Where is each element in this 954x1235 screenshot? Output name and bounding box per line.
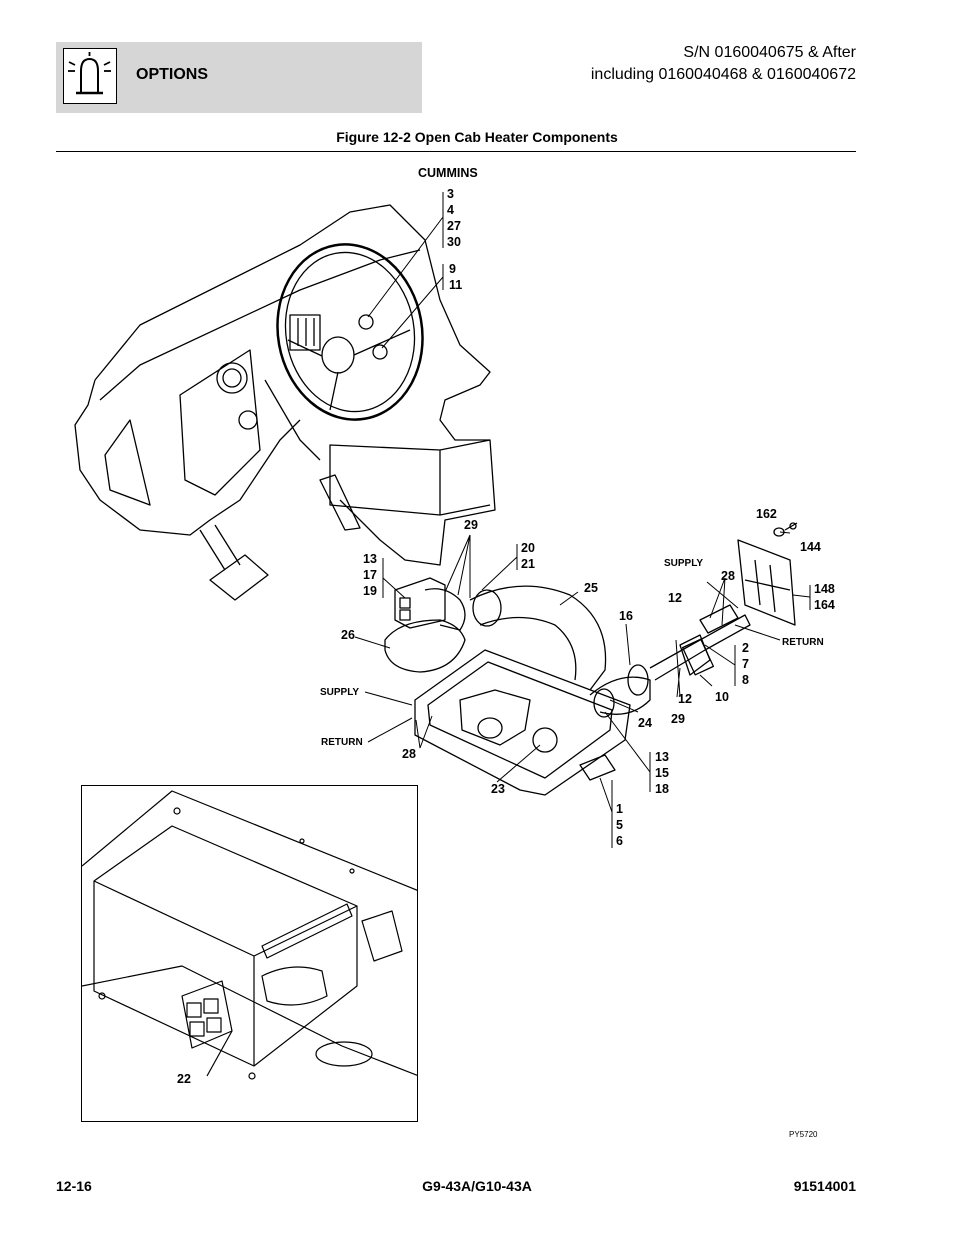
- serial-range: S/N 0160040675 & After including 0160040…: [591, 42, 856, 86]
- callout-3-4-27-30: 3 4 27 30: [447, 187, 461, 249]
- return-label-left: RETURN: [321, 737, 363, 748]
- serial-line-1: S/N 0160040675 & After: [683, 44, 856, 61]
- model-number: G9-43A/G10-43A: [422, 1178, 532, 1194]
- callout-10: 10: [715, 690, 729, 704]
- document-number: 91514001: [793, 1178, 856, 1194]
- callout-12-a: 12: [668, 591, 682, 605]
- callout-13-15-18: 13 15 18: [655, 750, 669, 796]
- title-rule: [56, 151, 856, 152]
- callout-1-5-6: 1 5 6: [616, 802, 623, 848]
- callout-28-right: 28: [721, 569, 735, 583]
- callout-13-17-19: 13 17 19: [363, 552, 377, 598]
- callout-148-164: 148 164: [814, 582, 835, 612]
- callout-144: 144: [800, 540, 821, 554]
- figure-title: Figure 12-2 Open Cab Heater Components: [336, 129, 618, 145]
- callout-20-21: 20 21: [521, 541, 535, 571]
- callout-24: 24: [638, 716, 652, 730]
- beacon-light-icon: [63, 48, 117, 104]
- serial-line-2: including 0160040468 & 0160040672: [590, 66, 856, 83]
- callout-29-top: 29: [464, 518, 478, 532]
- callout-29-b: 29: [671, 712, 685, 726]
- callout-23: 23: [491, 782, 505, 796]
- callout-28-left: 28: [402, 747, 416, 761]
- callout-16: 16: [619, 609, 633, 623]
- callout-9-11: 9 11: [449, 262, 463, 292]
- callout-22: 22: [177, 1072, 191, 1086]
- drawing-id: PY5720: [789, 1130, 818, 1139]
- callout-12-b: 12: [678, 692, 692, 706]
- page-number: 12-16: [56, 1178, 92, 1194]
- callout-26: 26: [341, 628, 355, 642]
- callout-162: 162: [756, 507, 777, 521]
- supply-label-left: SUPPLY: [320, 687, 360, 698]
- header-banner: [56, 42, 422, 113]
- engine-label: CUMMINS: [418, 166, 478, 180]
- callout-2-7-8: 2 7 8: [742, 641, 749, 687]
- inset-illustration: [82, 790, 417, 1080]
- return-label-right: RETURN: [782, 637, 824, 648]
- supply-label-right: SUPPLY: [664, 558, 704, 569]
- section-title: OPTIONS: [136, 66, 209, 83]
- inset-detail-view: [81, 785, 418, 1122]
- callout-25: 25: [584, 581, 598, 595]
